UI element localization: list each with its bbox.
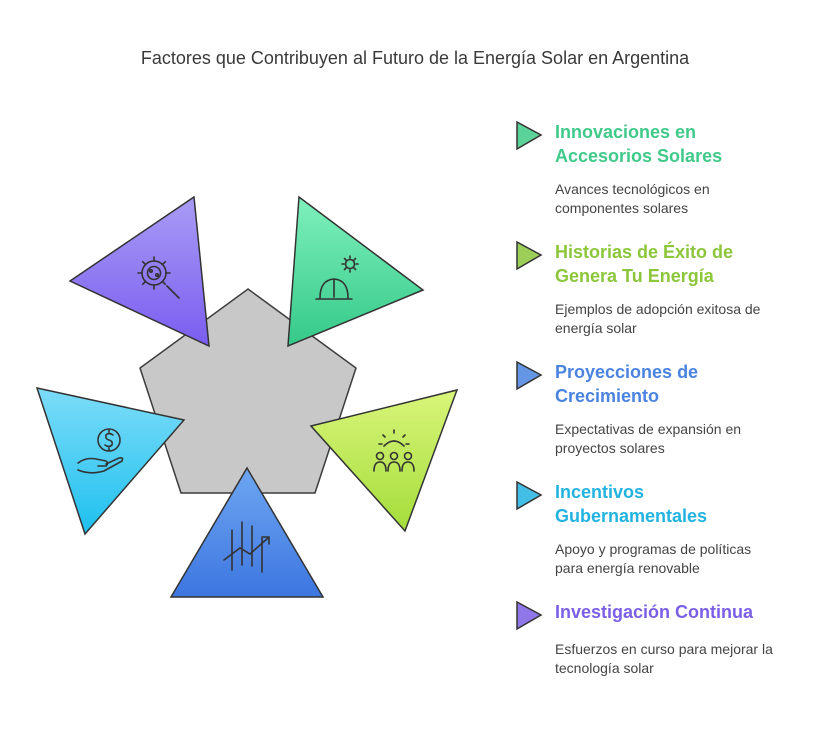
legend-description-line: Avances tecnológicos en	[555, 181, 710, 197]
triangle-investigacion	[68, 195, 210, 348]
hard-hat-gear-icon	[315, 255, 359, 300]
legend-heading-line: Genera Tu Energía	[555, 266, 714, 286]
legend-heading-line: Historias de Éxito de	[555, 242, 734, 262]
legend-description: Apoyo y programas de políticas para energ…	[555, 540, 815, 578]
legend-heading-line: Crecimiento	[555, 386, 660, 406]
legend-description: Ejemplos de adopción exitosa de energía s…	[555, 300, 815, 338]
growth-chart-icon	[223, 521, 270, 573]
legend-description-line: Ejemplos de adopción exitosa de	[555, 301, 761, 317]
legend-description: Avances tecnológicos en componentes solar…	[555, 180, 815, 218]
legend-description: Esfuerzos en curso para mejorar la tecnol…	[555, 640, 815, 678]
triangle-marker-icon	[516, 480, 543, 511]
hand-money-icon	[77, 428, 124, 474]
legend-heading-line: Innovaciones en	[555, 122, 697, 142]
legend-heading-line: Investigación Continua	[555, 602, 754, 622]
legend-description-line: energía solar	[555, 320, 637, 336]
sun-people-group-icon	[373, 429, 415, 472]
legend-description-line: Esfuerzos en curso para mejorar la	[555, 641, 773, 657]
legend-description: Expectativas de expansión en proyectos so…	[555, 420, 815, 458]
legend-heading-line: Accesorios Solares	[555, 146, 723, 166]
legend-description-line: componentes solares	[555, 200, 689, 216]
triangle-proyecciones	[169, 466, 325, 598]
triangle-historias	[309, 388, 459, 533]
diagram-title: Factores que Contribuyen al Futuro de la…	[140, 48, 690, 68]
pentagon-diagram	[35, 195, 459, 598]
legend-heading: Proyecciones de Crecimiento	[555, 360, 815, 408]
triangle-marker-icon	[516, 240, 543, 271]
legend-heading: Investigación Continua	[555, 600, 815, 624]
triangle-innovaciones	[287, 195, 425, 348]
legend-description-line: para energía renovable	[555, 560, 700, 576]
triangle-marker-icon	[516, 360, 543, 391]
legend-description-line: Apoyo y programas de políticas	[555, 541, 752, 557]
legend-description-line: proyectos solares	[555, 440, 665, 456]
legend-description-line: Expectativas de expansión en	[555, 421, 742, 437]
triangle-marker-icon	[516, 600, 543, 631]
legend-description-line: tecnología solar	[555, 660, 654, 676]
legend-heading-line: Proyecciones de	[555, 362, 699, 382]
research-magnifier-icon	[137, 256, 180, 299]
triangle-incentivos	[35, 386, 186, 536]
legend-heading: Innovaciones en Accesorios Solares	[555, 120, 815, 168]
legend-heading: Historias de Éxito de Genera Tu Energía	[555, 240, 815, 288]
legend-heading-line: Incentivos	[555, 482, 645, 502]
triangle-marker-icon	[516, 120, 543, 151]
legend-heading-line: Gubernamentales	[555, 506, 708, 526]
